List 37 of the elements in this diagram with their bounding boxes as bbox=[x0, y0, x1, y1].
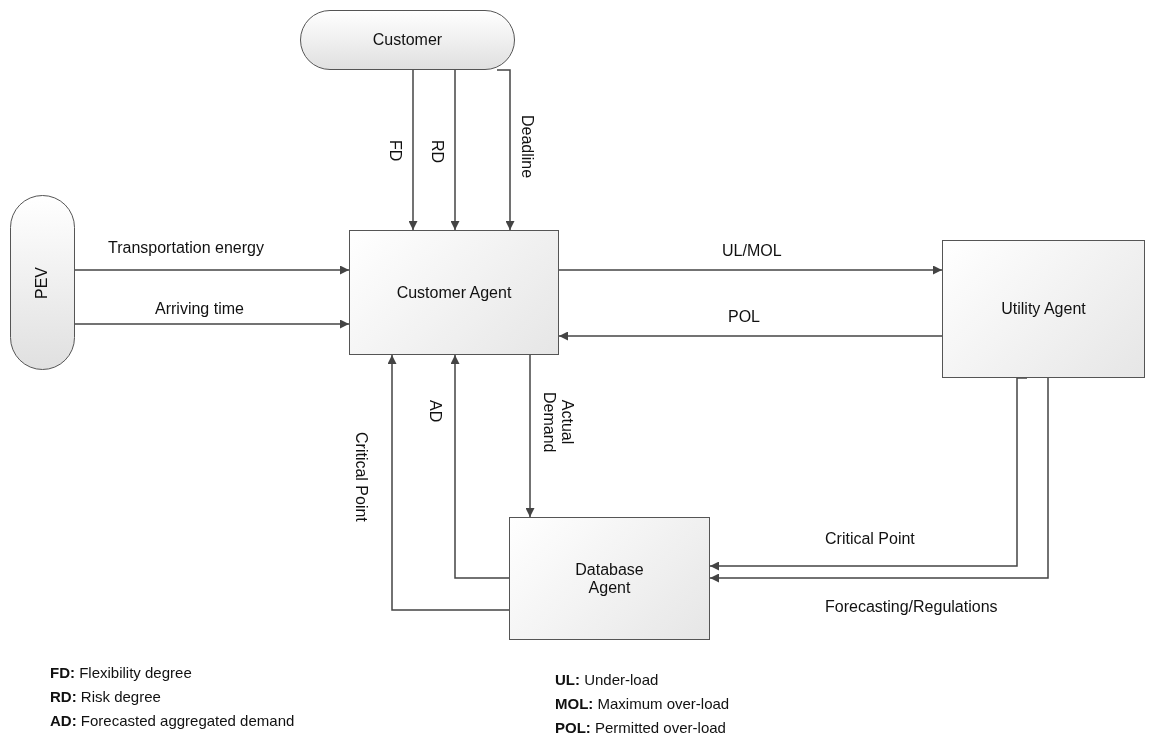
arrow bbox=[496, 69, 515, 231]
arrow bbox=[408, 69, 418, 231]
node-label: Utility Agent bbox=[1001, 300, 1086, 318]
node-label: Database Agent bbox=[574, 560, 645, 597]
edge-label: POL bbox=[728, 308, 760, 327]
arrow bbox=[74, 319, 350, 329]
arrow bbox=[558, 265, 943, 275]
legend-note: POL: Permitted over-load bbox=[555, 719, 726, 736]
node-label: Customer Agent bbox=[396, 283, 512, 302]
arrow bbox=[450, 354, 510, 579]
legend-note: MOL: Maximum over-load bbox=[555, 695, 730, 712]
arrow bbox=[558, 331, 943, 341]
edge-label: Arriving time bbox=[155, 300, 244, 319]
edge-label: Actual Demand bbox=[539, 392, 576, 452]
process-box bbox=[509, 517, 710, 640]
edge-label: RD bbox=[428, 140, 446, 164]
edge-label: UL/MOL bbox=[722, 242, 782, 261]
arrow bbox=[387, 354, 510, 611]
edge-label: Critical Point bbox=[352, 432, 370, 522]
process-box bbox=[349, 230, 559, 355]
node-label: PEV bbox=[33, 266, 52, 299]
edge-label: Transportation energy bbox=[108, 239, 264, 258]
node-label: Customer bbox=[372, 31, 443, 49]
edge-label: AD bbox=[426, 400, 444, 423]
edge-label: Critical Point bbox=[825, 530, 915, 549]
terminal-shape bbox=[300, 10, 515, 70]
arrow bbox=[450, 69, 460, 231]
legend-note: RD: Risk degree bbox=[50, 688, 161, 705]
edge-label: Deadline bbox=[518, 115, 536, 179]
arrow bbox=[525, 354, 535, 518]
arrow bbox=[74, 265, 350, 275]
legend-note: FD: Flexibility degree bbox=[50, 664, 192, 681]
process-box bbox=[942, 240, 1145, 378]
edge-label: FD bbox=[386, 140, 404, 162]
legend-note: AD: Forecasted aggregated demand bbox=[50, 712, 295, 729]
legend-note: UL: Under-load bbox=[555, 671, 659, 688]
edge-label: Forecasting/Regulations bbox=[825, 598, 998, 617]
